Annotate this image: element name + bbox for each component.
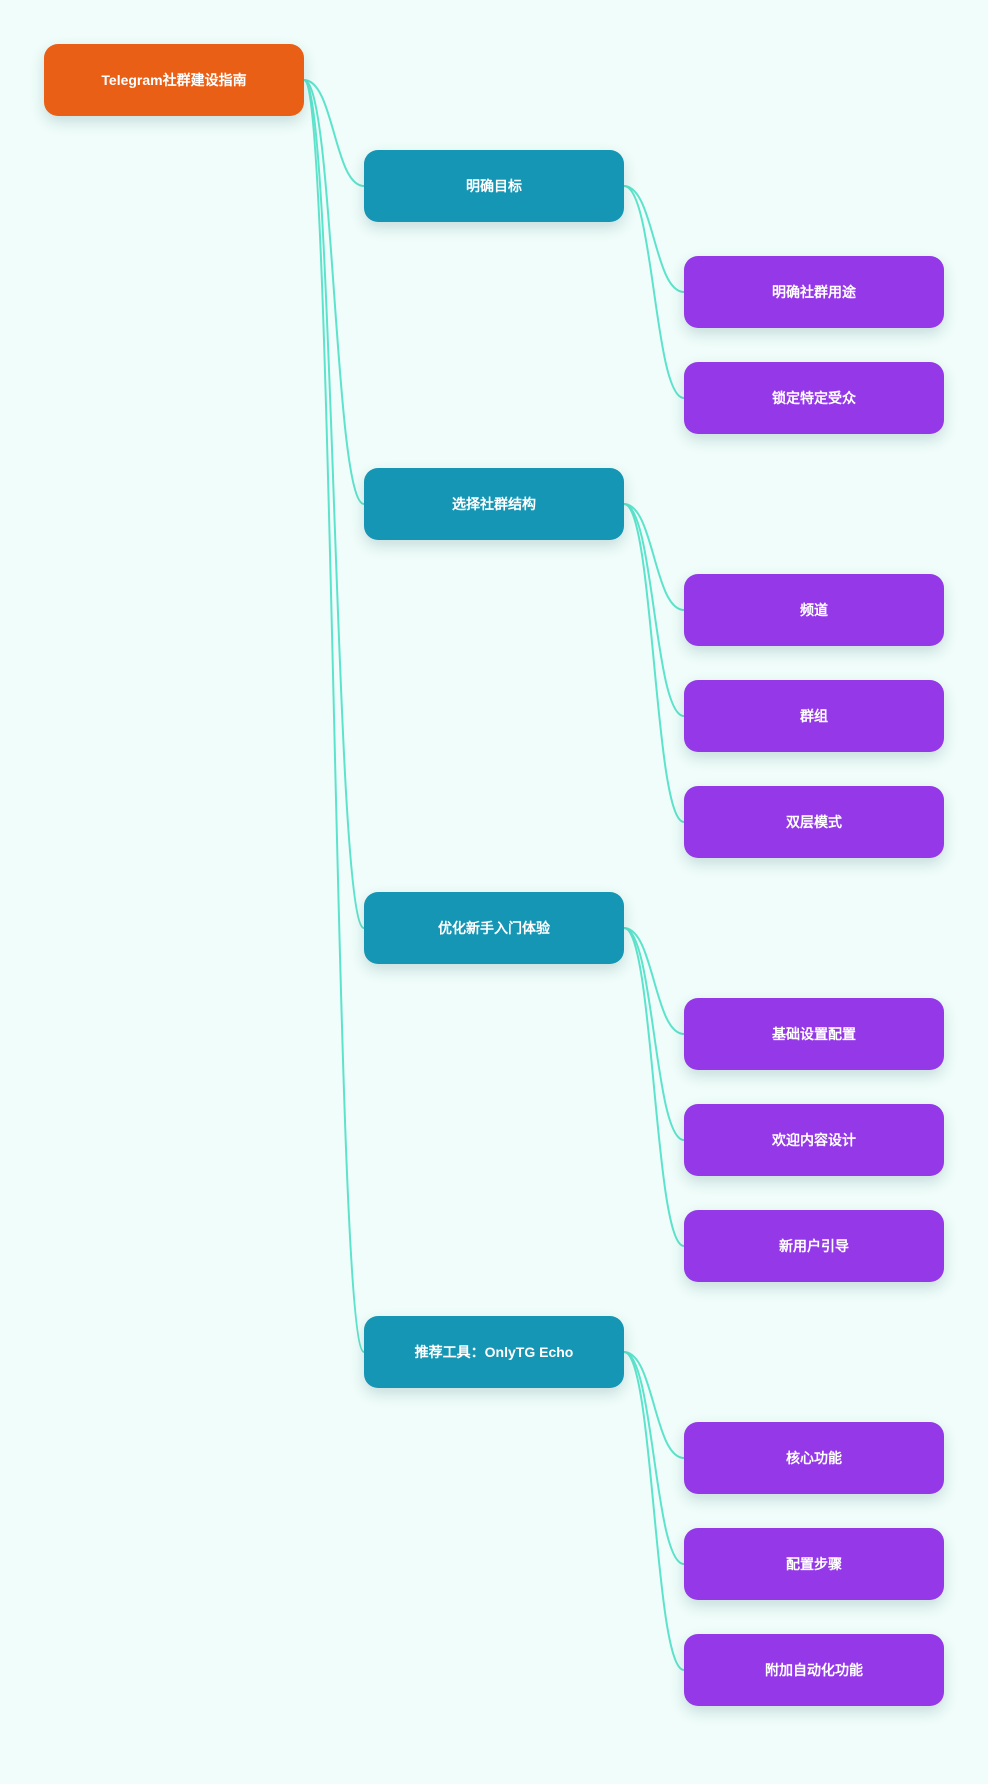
connector-line [623, 185, 685, 399]
leaf-node[interactable]: 欢迎内容设计 [684, 1104, 944, 1176]
connector-line [623, 503, 685, 823]
branch-node[interactable]: 选择社群结构 [364, 468, 624, 540]
root-node[interactable]: Telegram社群建设指南 [44, 44, 304, 116]
branch-node[interactable]: 明确目标 [364, 150, 624, 222]
connector-line [623, 927, 685, 1141]
leaf-node[interactable]: 基础设置配置 [684, 998, 944, 1070]
leaf-node[interactable]: 核心功能 [684, 1422, 944, 1494]
leaf-node[interactable]: 频道 [684, 574, 944, 646]
connector-line [623, 1351, 685, 1671]
connector-line [303, 79, 365, 187]
connector-line [303, 79, 365, 1353]
connector-line [623, 927, 685, 1247]
connector-line [623, 1351, 685, 1459]
branch-node[interactable]: 优化新手入门体验 [364, 892, 624, 964]
leaf-node[interactable]: 附加自动化功能 [684, 1634, 944, 1706]
connector-line [623, 503, 685, 611]
leaf-node[interactable]: 新用户引导 [684, 1210, 944, 1282]
connector-line [623, 927, 685, 1035]
leaf-node[interactable]: 锁定特定受众 [684, 362, 944, 434]
branch-node[interactable]: 推荐工具：OnlyTG Echo [364, 1316, 624, 1388]
leaf-node[interactable]: 群组 [684, 680, 944, 752]
leaf-node[interactable]: 双层模式 [684, 786, 944, 858]
connector-line [623, 185, 685, 293]
connector-line [623, 1351, 685, 1565]
leaf-node[interactable]: 配置步骤 [684, 1528, 944, 1600]
connector-line [623, 503, 685, 717]
leaf-node[interactable]: 明确社群用途 [684, 256, 944, 328]
connector-line [303, 79, 365, 929]
connector-line [303, 79, 365, 505]
